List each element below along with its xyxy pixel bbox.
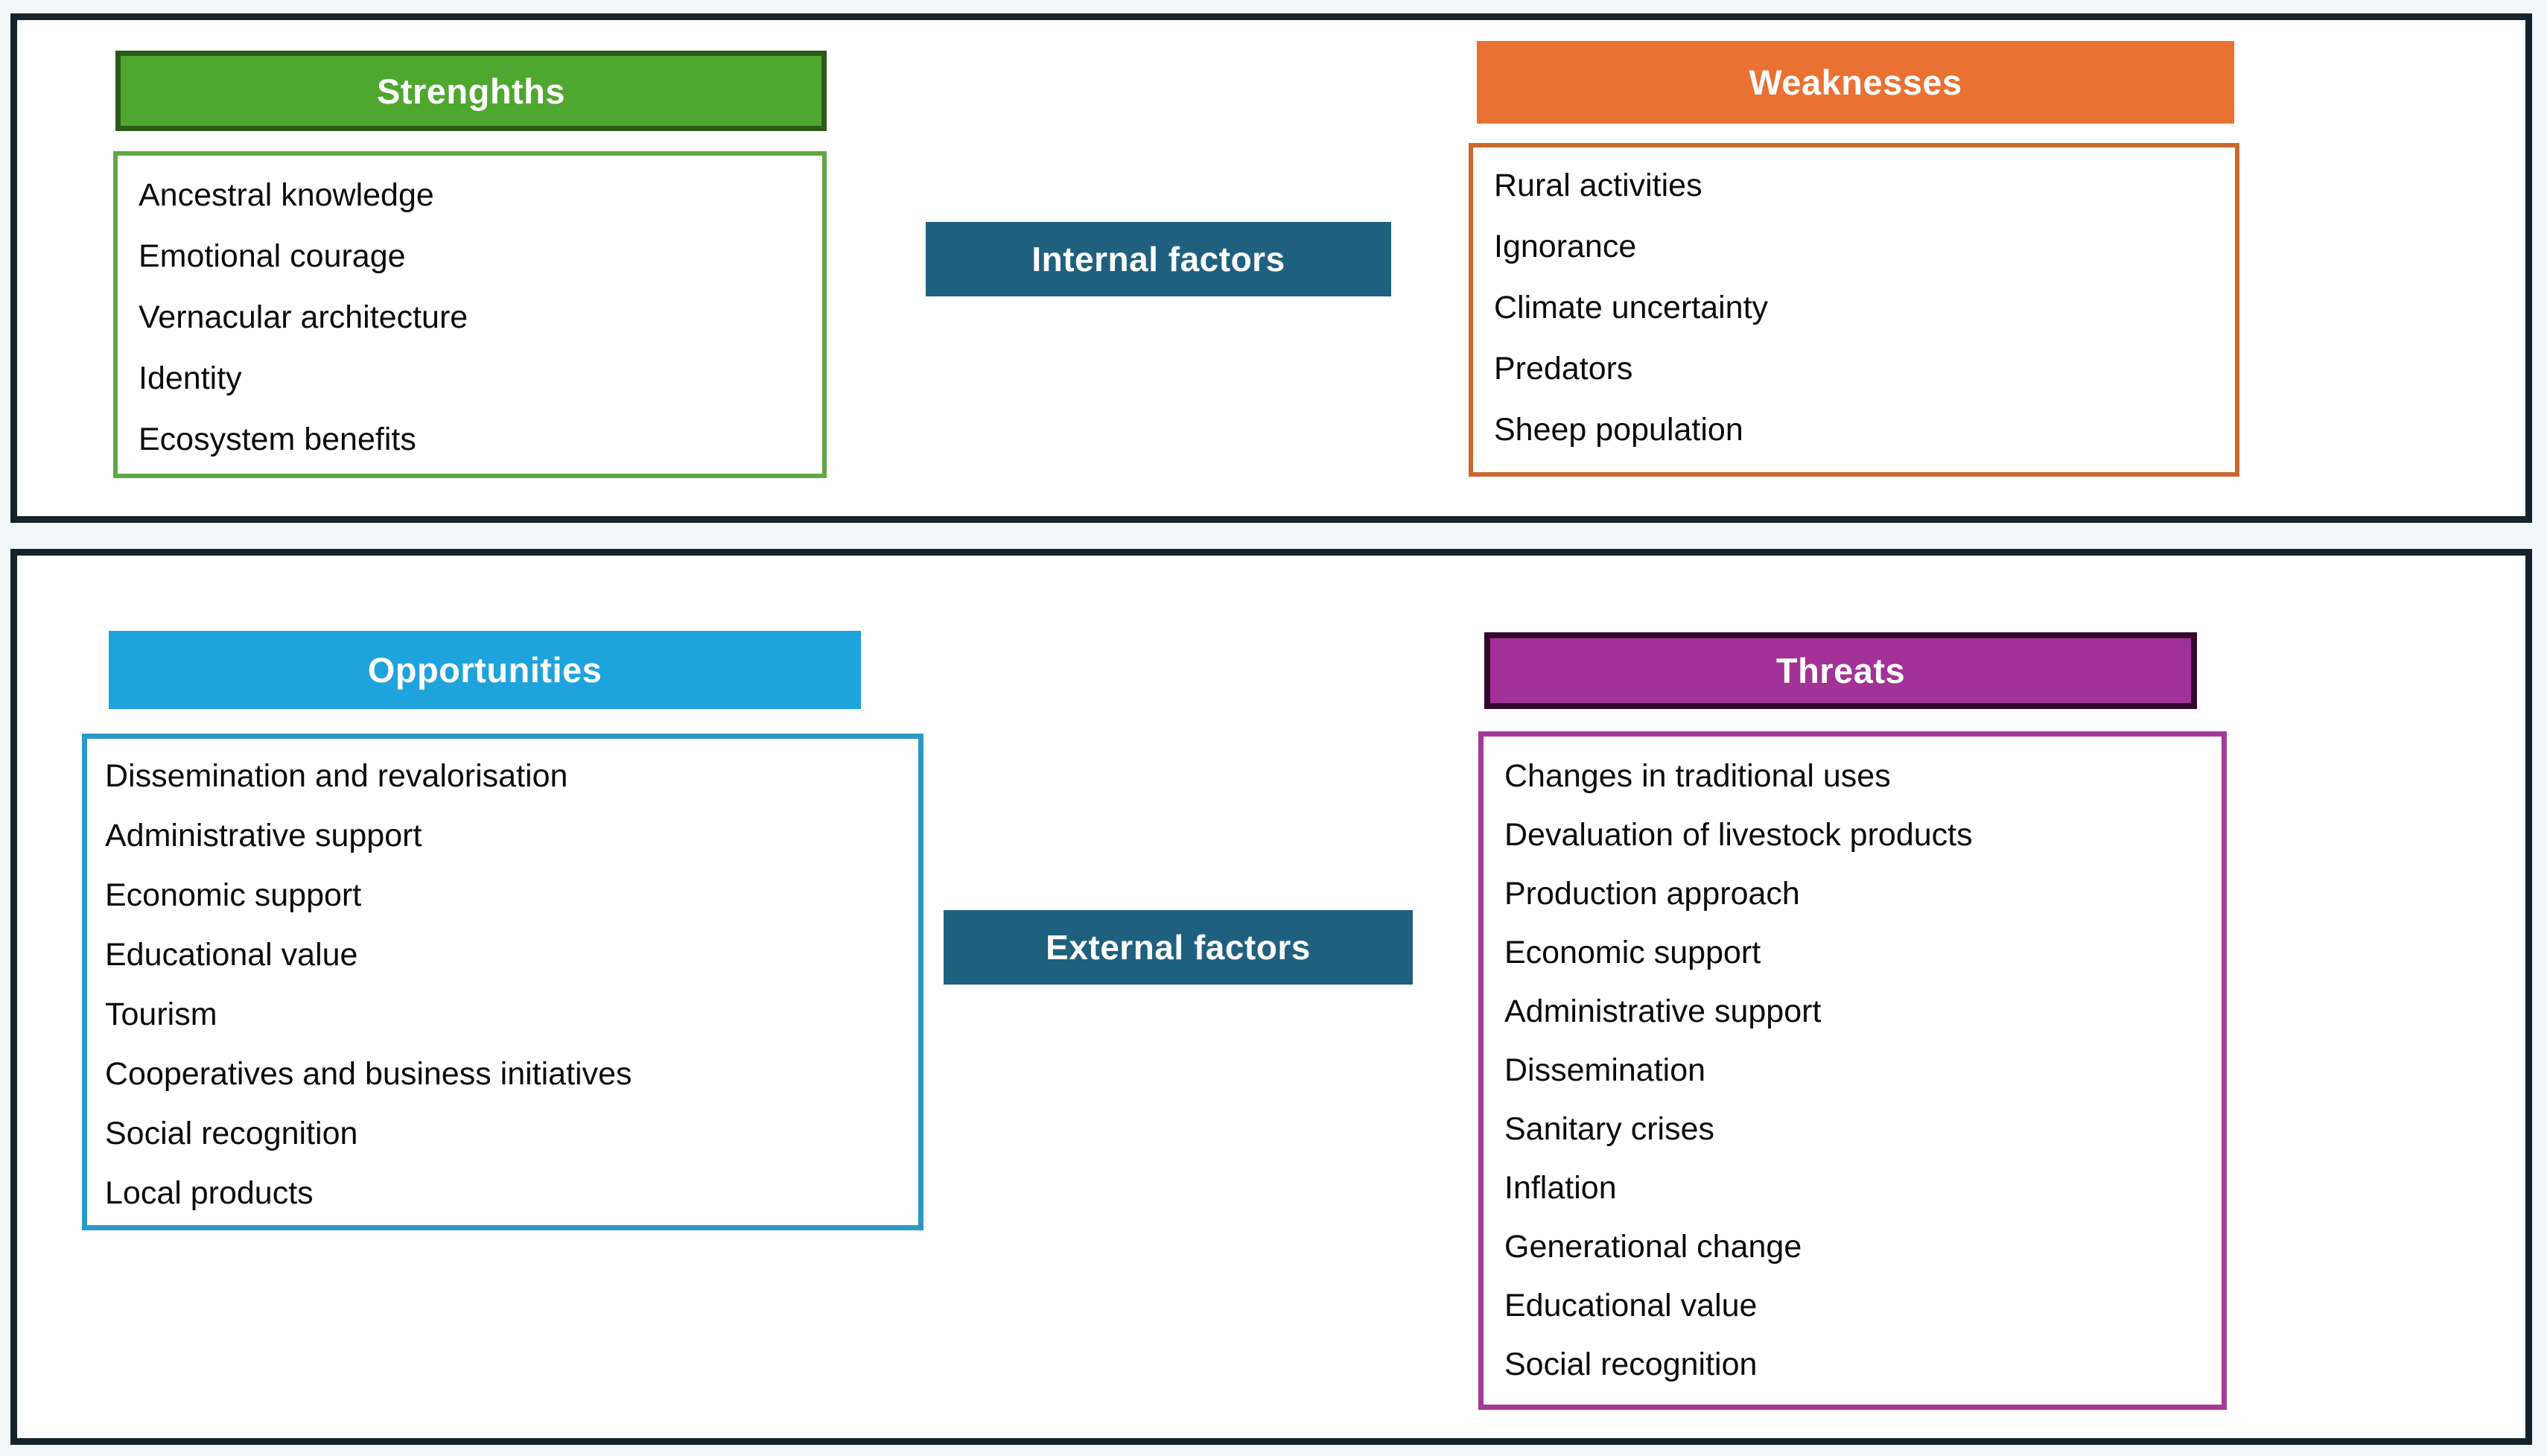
- list-item: Vernacular architecture: [139, 299, 468, 335]
- opportunities-title: Opportunities: [367, 650, 602, 690]
- external-factors-panel: Opportunities Dissemination and revalori…: [10, 549, 2532, 1445]
- list-item: Changes in traditional uses: [1504, 758, 1891, 794]
- threats-title: Threats: [1775, 651, 1906, 690]
- list-item: Social recognition: [105, 1116, 358, 1151]
- list-item: Sanitary crises: [1504, 1111, 1714, 1147]
- list-item: Generational change: [1504, 1229, 1802, 1265]
- list-item: Devaluation of livestock products: [1504, 817, 1973, 853]
- list-item: Identity: [139, 360, 242, 396]
- strengths-header: Strenghths: [115, 51, 827, 131]
- list-item: Ancestral knowledge: [139, 177, 434, 213]
- list-item: Administrative support: [105, 818, 422, 853]
- weaknesses-header: Weaknesses: [1477, 41, 2234, 124]
- list-item: Ignorance: [1494, 229, 1637, 264]
- external-factors-label: External factors: [944, 910, 1413, 985]
- external-factors-label-text: External factors: [1046, 928, 1311, 967]
- list-item: Sheep population: [1494, 412, 1743, 448]
- list-item: Educational value: [1504, 1288, 1758, 1323]
- list-item: Climate uncertainty: [1494, 290, 1769, 325]
- internal-factors-label: Internal factors: [926, 222, 1391, 296]
- list-item: Emotional courage: [139, 238, 406, 274]
- list-item: Educational value: [105, 937, 358, 973]
- list-item: Administrative support: [1504, 994, 1822, 1029]
- weaknesses-title: Weaknesses: [1749, 63, 1962, 102]
- list-item: Economic support: [105, 877, 362, 913]
- list-item: Ecosystem benefits: [139, 422, 416, 457]
- internal-factors-label-text: Internal factors: [1031, 240, 1285, 279]
- threats-header: Threats: [1484, 632, 2197, 709]
- list-item: Dissemination: [1504, 1052, 1706, 1088]
- strengths-title: Strenghths: [376, 71, 566, 111]
- list-item: Rural activities: [1494, 168, 1702, 203]
- list-item: Economic support: [1504, 935, 1761, 970]
- list-item: Social recognition: [1504, 1347, 1758, 1382]
- opportunities-header: Opportunities: [109, 631, 861, 709]
- list-item: Production approach: [1504, 876, 1800, 912]
- list-item: Inflation: [1504, 1170, 1617, 1206]
- list-item: Local products: [105, 1175, 314, 1211]
- list-item: Tourism: [105, 996, 217, 1032]
- list-item: Predators: [1494, 351, 1633, 387]
- list-item: Cooperatives and business initiatives: [105, 1056, 632, 1092]
- list-item: Dissemination and revalorisation: [105, 758, 568, 794]
